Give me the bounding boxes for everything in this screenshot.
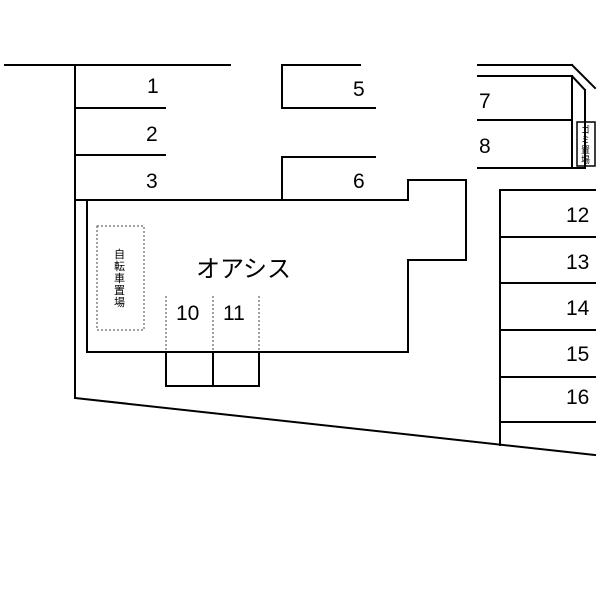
building-name: オアシス bbox=[196, 255, 291, 283]
svg-text:置: 置 bbox=[581, 145, 590, 156]
space-number-10: 10 bbox=[176, 302, 199, 325]
svg-text:置: 置 bbox=[114, 284, 125, 297]
stall-lines-10-11 bbox=[165, 296, 260, 387]
svg-text:転: 転 bbox=[114, 260, 125, 273]
space-number-8: 8 bbox=[479, 135, 491, 158]
bicycle-parking-area bbox=[96, 225, 145, 331]
space-number-12: 12 bbox=[566, 204, 589, 227]
svg-text:ゴ: ゴ bbox=[581, 124, 590, 136]
space-number-5: 5 bbox=[353, 78, 365, 101]
space-number-15: 15 bbox=[566, 343, 589, 366]
space-number-14: 14 bbox=[566, 297, 590, 320]
space-number-2: 2 bbox=[146, 123, 158, 146]
site-boundary-left bbox=[4, 64, 597, 457]
svg-text:自: 自 bbox=[114, 248, 125, 261]
stall-dividers-middle bbox=[281, 64, 376, 201]
bicycle-parking-label: 自 転 車 置 場 bbox=[114, 248, 125, 309]
space-number-3: 3 bbox=[146, 170, 158, 193]
space-number-1: 1 bbox=[147, 75, 159, 98]
space-number-13: 13 bbox=[566, 251, 589, 274]
stall-dividers-right bbox=[499, 189, 596, 446]
garbage-area-box bbox=[576, 121, 596, 167]
garbage-area-label: ゴ ミ 置 場 bbox=[581, 124, 590, 166]
space-number-7: 7 bbox=[479, 90, 491, 113]
svg-text:場: 場 bbox=[114, 296, 125, 309]
space-number-11: 11 bbox=[223, 302, 245, 325]
svg-text:ミ: ミ bbox=[581, 136, 590, 146]
svg-text:車: 車 bbox=[114, 271, 125, 285]
space-number-16: 16 bbox=[566, 386, 589, 409]
svg-text:場: 場 bbox=[581, 154, 590, 166]
stall-dividers-top-right bbox=[477, 63, 597, 169]
space-number-6: 6 bbox=[353, 170, 365, 193]
building-outline bbox=[86, 179, 467, 353]
